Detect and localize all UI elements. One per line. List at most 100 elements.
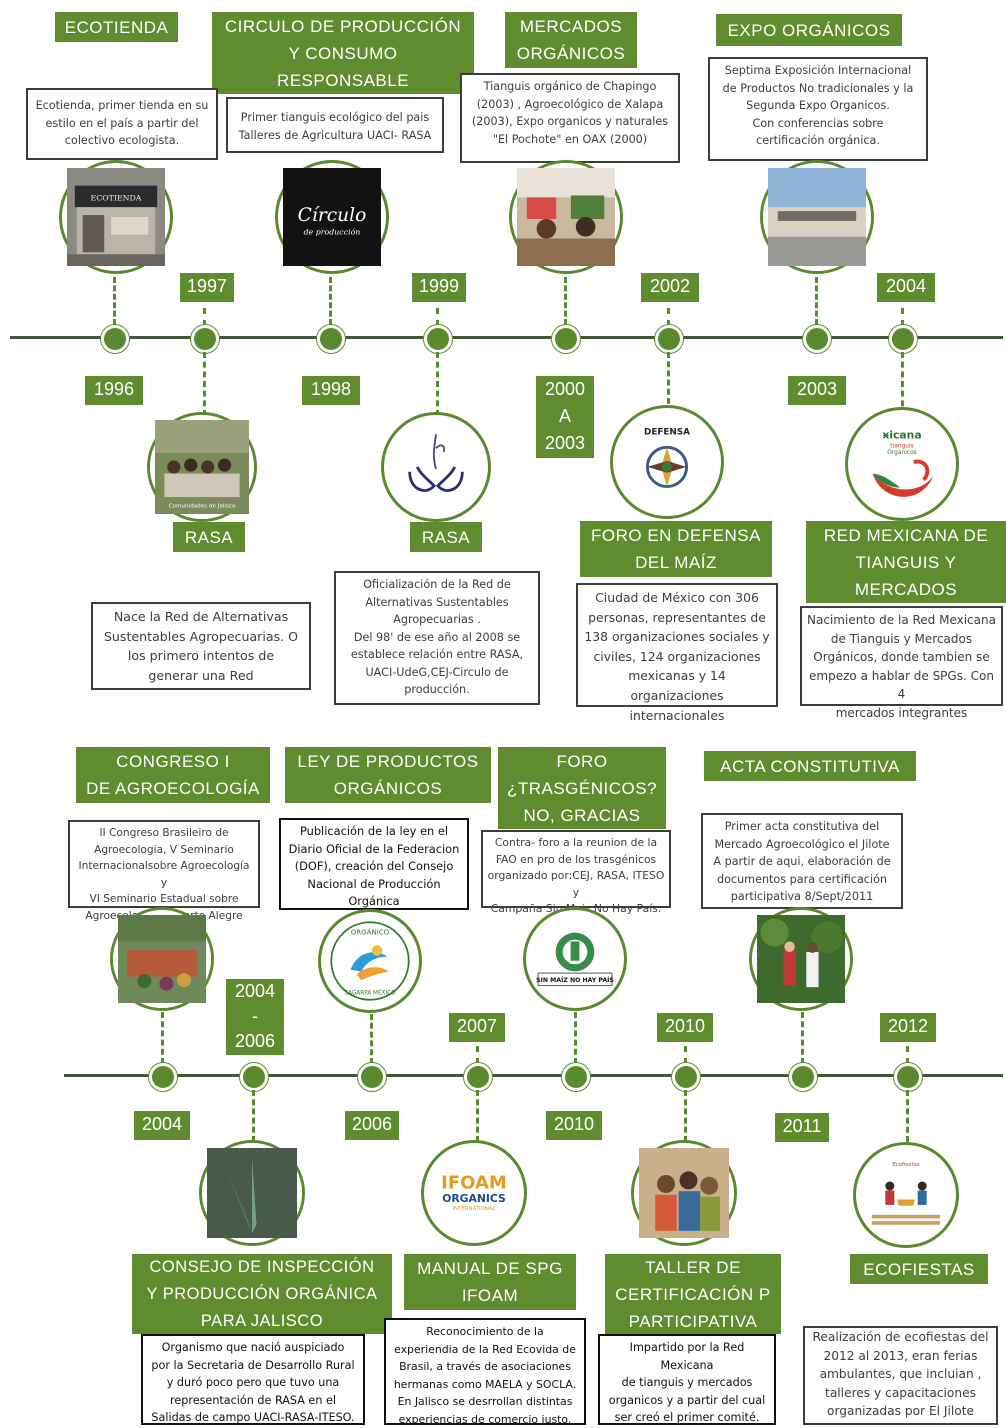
year-2004-2006: 2004 - 2006 bbox=[226, 979, 284, 1055]
year-1996: 1996 bbox=[85, 376, 143, 405]
timeline-axis-2 bbox=[64, 1074, 1003, 1077]
timeline-node bbox=[552, 325, 580, 353]
connector bbox=[476, 1090, 479, 1142]
svg-text:ECOTIENDA: ECOTIENDA bbox=[91, 193, 142, 202]
congreso-market-photo bbox=[113, 910, 211, 1008]
label-rasa-1996: RASA bbox=[173, 522, 245, 552]
label-foro-transgenicos: FORO ¿TRASGÉNICOS? NO, GRACIAS bbox=[498, 747, 666, 829]
svg-text:INTERNATIONAL: INTERNATIONAL bbox=[452, 1206, 495, 1212]
circulo-produccion-logo: Círculo de producción bbox=[278, 163, 386, 271]
label-expo-organicos: EXPO ORGÁNICOS bbox=[716, 14, 902, 46]
rasa-hands-plant-icon bbox=[384, 415, 488, 519]
connector bbox=[901, 308, 904, 326]
svg-text:SIN MAÍZ NO HAY PAÍS: SIN MAÍZ NO HAY PAÍS bbox=[536, 975, 614, 984]
svg-text:Comunidades de Jalisco: Comunidades de Jalisco bbox=[169, 503, 236, 509]
desc-expo: Septima Exposición Internacional de Prod… bbox=[708, 57, 928, 161]
acta-jilote-photo bbox=[752, 910, 850, 1008]
timeline-node bbox=[655, 325, 683, 353]
connector bbox=[370, 1014, 373, 1064]
desc-rasa-1996: Nace la Red de Alternativas Sustentables… bbox=[91, 602, 311, 690]
timeline-node bbox=[317, 325, 345, 353]
connector bbox=[252, 1090, 255, 1142]
year-2004-top: 2004 bbox=[877, 273, 935, 302]
connector bbox=[476, 1046, 479, 1064]
svg-text:tianguis: tianguis bbox=[890, 443, 913, 449]
desc-red-mexicana: Nacimiento de la Red Mexicana de Tiangui… bbox=[800, 606, 1003, 720]
connector bbox=[574, 1012, 577, 1064]
svg-text:ORGÁNICO: ORGÁNICO bbox=[351, 928, 390, 937]
svg-text:Ecofiestas: Ecofiestas bbox=[892, 1162, 920, 1168]
desc-rasa-1999: Oficialización de la Red de Alternativas… bbox=[334, 571, 540, 705]
connector bbox=[203, 352, 206, 416]
desc-acta: Primer acta constitutiva del Mercado Agr… bbox=[701, 813, 903, 909]
timeline-node bbox=[191, 325, 219, 353]
svg-text:Círculo: Círculo bbox=[298, 205, 367, 226]
year-2010-top: 2010 bbox=[657, 1013, 713, 1042]
timeline-node bbox=[101, 325, 129, 353]
desc-ley: Publicación de la ley en el Diario Ofici… bbox=[279, 818, 469, 910]
year-2010-bottom: 2010 bbox=[546, 1111, 602, 1140]
svg-text:DEFENSA: DEFENSA bbox=[644, 428, 690, 438]
timeline-node bbox=[562, 1063, 590, 1091]
label-manual-spg: MANUAL DE SPG IFOAM bbox=[404, 1254, 576, 1310]
label-ley-productos-organicos: LEY DE PRODUCTOS ORGÁNICOS bbox=[285, 747, 491, 803]
svg-text:ӿicana: ӿicana bbox=[882, 429, 921, 442]
label-acta-constitutiva: ACTA CONSTITUTIVA bbox=[704, 751, 916, 781]
expo-building-photo bbox=[763, 163, 871, 271]
year-2004-bottom: 2004 bbox=[134, 1111, 190, 1140]
timeline-node bbox=[424, 325, 452, 353]
connector bbox=[901, 352, 904, 416]
connector bbox=[684, 1046, 687, 1064]
timeline-axis-1 bbox=[10, 336, 1003, 339]
timeline-node bbox=[149, 1063, 177, 1091]
timeline-node bbox=[789, 1063, 817, 1091]
connector bbox=[684, 1090, 687, 1142]
desc-foro-maiz: Ciudad de México con 306 personas, repre… bbox=[576, 583, 778, 723]
year-1998: 1998 bbox=[302, 376, 360, 405]
label-rasa-1999: RASA bbox=[410, 522, 482, 552]
connector bbox=[906, 1046, 909, 1064]
label-circulo-produccion: CIRCULO DE PRODUCCIÓN Y CONSUMO RESPONSA… bbox=[212, 12, 474, 94]
year-2003: 2003 bbox=[788, 376, 846, 405]
desc-ecofiestas: Realización de ecofiestas del 2012 al 20… bbox=[803, 1326, 998, 1425]
svg-text:SAGARPA MÉXICO: SAGARPA MÉXICO bbox=[344, 988, 396, 996]
connector bbox=[436, 308, 439, 326]
desc-foro-transgenicos: Contra- foro a la reunion de la FAO en p… bbox=[481, 830, 671, 915]
connector bbox=[667, 352, 670, 404]
svg-text:de producción: de producción bbox=[304, 228, 361, 237]
mercados-market-photo bbox=[512, 163, 620, 271]
year-2007: 2007 bbox=[449, 1013, 505, 1042]
ifoam-organics-logo: IFOAM ORGANICS INTERNATIONAL bbox=[424, 1143, 524, 1243]
connector bbox=[436, 352, 439, 416]
consejo-agave-photo bbox=[202, 1143, 302, 1243]
timeline-node bbox=[240, 1063, 268, 1091]
sin-maiz-no-hay-pais-logo: SIN MAÍZ NO HAY PAÍS bbox=[526, 910, 624, 1008]
connector bbox=[329, 277, 332, 325]
timeline-node bbox=[358, 1063, 386, 1091]
foro-defensa-maiz-logo: DEFENSA bbox=[613, 408, 721, 516]
label-mercados-organicos: MERCADOS ORGÁNICOS bbox=[505, 12, 637, 68]
desc-congreso: II Congreso Brasileiro de Agroecologia, … bbox=[68, 820, 260, 922]
connector bbox=[801, 1012, 804, 1064]
year-2011: 2011 bbox=[775, 1113, 829, 1142]
svg-text:IFOAM: IFOAM bbox=[441, 1173, 507, 1194]
connector bbox=[667, 308, 670, 326]
year-1999: 1999 bbox=[412, 273, 466, 302]
timeline-node bbox=[803, 325, 831, 353]
timeline-node bbox=[889, 325, 917, 353]
connector bbox=[906, 1090, 909, 1142]
ecofiestas-logo: Ecofiestas bbox=[856, 1145, 956, 1245]
taller-group-photo bbox=[634, 1143, 734, 1243]
year-2000-2003: 2000 A 2003 bbox=[536, 376, 594, 458]
year-2002: 2002 bbox=[641, 273, 699, 302]
desc-taller: Impartido por la Red Mexicana de tiangui… bbox=[598, 1334, 776, 1425]
timeline-node bbox=[464, 1063, 492, 1091]
connector bbox=[564, 277, 567, 325]
connector bbox=[161, 1012, 164, 1064]
red-mexicana-logo: ӿicana tianguis Orgánicos bbox=[848, 410, 956, 518]
label-foro-defensa-maiz: FORO EN DEFENSA DEL MAÍZ bbox=[580, 521, 772, 577]
year-2006: 2006 bbox=[345, 1111, 399, 1140]
label-red-mexicana: RED MEXICANA DE TIANGUIS Y MERCADOS bbox=[806, 521, 1006, 603]
svg-text:ORGANICS: ORGANICS bbox=[442, 1192, 506, 1205]
label-congreso-agroecologia: CONGRESO I DE AGROECOLOGÍA bbox=[76, 747, 270, 803]
